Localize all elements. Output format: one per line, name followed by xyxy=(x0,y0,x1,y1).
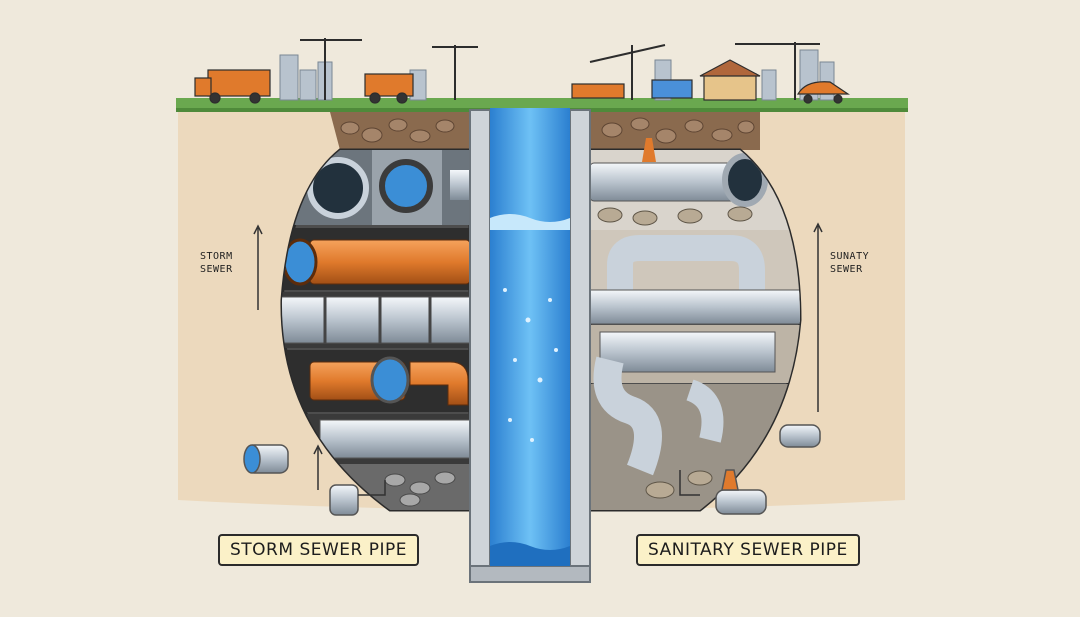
topsoil-rocks xyxy=(330,112,760,150)
storm-sewer-pipe-label: STORM SEWER PIPE xyxy=(218,534,419,566)
sanitary-sewer-side-label: SUNATY SEWER xyxy=(830,250,869,276)
storm-sewer-side-label: STORM SEWER xyxy=(200,250,233,276)
sanitary-sewer-chamber xyxy=(588,138,802,512)
storm-label-line2: SEWER xyxy=(200,264,233,275)
steel-pipe xyxy=(319,419,470,459)
steel-pipe xyxy=(599,331,776,373)
indicator-arrows xyxy=(253,222,823,496)
sanitary-label-line1: SUNATY xyxy=(830,251,870,262)
steel-pipe xyxy=(281,296,470,344)
orange-pipe xyxy=(309,239,470,285)
storm-label-line1: STORM xyxy=(200,251,233,262)
manhole-opening xyxy=(307,157,369,219)
truck-icon xyxy=(194,59,850,104)
sanitary-label-line2: SEWER xyxy=(830,264,863,275)
drop-shaft xyxy=(469,108,591,583)
loose-pipe-segments xyxy=(243,424,821,516)
crane-icon xyxy=(300,38,820,100)
traffic-cone-icon xyxy=(642,138,656,162)
sanitary-sewer-pipe-label: SANITARY SEWER PIPE xyxy=(636,534,860,566)
waterfall xyxy=(490,108,570,566)
steel-pipe xyxy=(607,235,765,300)
storm-sewer-chamber xyxy=(280,148,472,512)
steel-pipe xyxy=(590,162,741,202)
